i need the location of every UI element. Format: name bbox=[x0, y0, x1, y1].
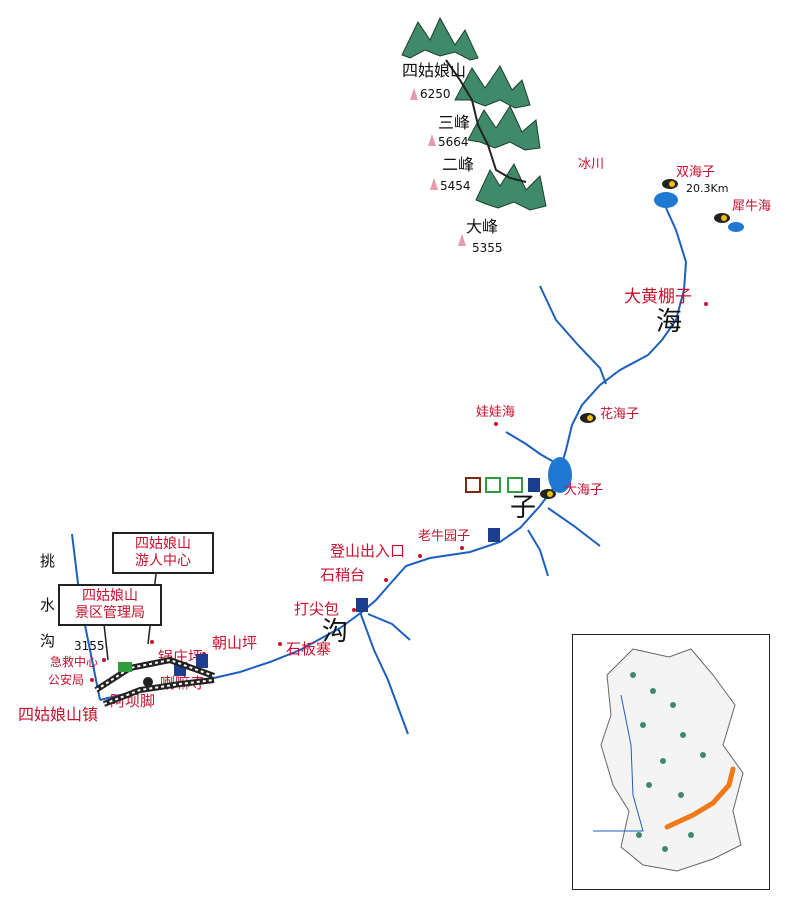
camera-icon bbox=[714, 213, 730, 223]
camera-icon bbox=[540, 489, 556, 499]
peak-name: 二峰 bbox=[442, 155, 474, 174]
camera-icon bbox=[662, 179, 678, 189]
dahaizi-lake bbox=[548, 457, 572, 493]
river-network bbox=[71, 207, 688, 735]
shibanzhai-label: 石板寨 bbox=[286, 640, 331, 658]
shuanghaizi-lake bbox=[654, 192, 678, 208]
toilet-icon bbox=[488, 528, 500, 542]
box-line: 游人中心 bbox=[135, 553, 191, 569]
valley-title-char: 子 bbox=[510, 493, 536, 523]
valley-title-char: 沟 bbox=[322, 617, 348, 647]
peak-name: 四姑娘山 bbox=[402, 61, 466, 80]
glacier-label: 冰川 bbox=[578, 157, 604, 172]
box-line: 景区管理局 bbox=[75, 605, 145, 621]
distance-label: 20.3Km bbox=[686, 182, 728, 195]
dahaizi-label: 大海子 bbox=[564, 483, 603, 498]
dengshan-label: 登山出入口 bbox=[330, 542, 405, 560]
toilet-icon bbox=[356, 598, 368, 612]
peak-elevation: 5664 bbox=[438, 135, 469, 149]
inset-river bbox=[593, 694, 644, 832]
side-river-char: 水 bbox=[40, 596, 56, 614]
xiniuhai-label: 犀牛海 bbox=[732, 199, 771, 214]
xiniuhai-lake bbox=[728, 222, 744, 232]
box-line: 四姑娘山 bbox=[135, 536, 191, 552]
peak-elevation: 5454 bbox=[440, 179, 471, 193]
hotel-icon bbox=[465, 477, 481, 493]
wawahai-label: 娃娃海 bbox=[476, 405, 515, 420]
region-outline bbox=[600, 648, 744, 872]
peak-markers bbox=[410, 88, 466, 246]
shop-icon bbox=[507, 477, 523, 493]
laoniuyuanzi-label: 老牛园子 bbox=[418, 529, 470, 544]
visitor-center-box: 四姑娘山 游人中心 bbox=[112, 532, 214, 574]
poi-dots bbox=[90, 302, 708, 682]
ridge-line bbox=[445, 59, 527, 183]
dajianbao-label: 打尖包 bbox=[294, 600, 339, 618]
lodge-icon bbox=[485, 477, 501, 493]
police-label: 公安局 bbox=[48, 672, 84, 687]
box-line: 四姑娘山 bbox=[82, 588, 138, 604]
valley-title-char: 海 bbox=[656, 307, 682, 337]
huahaizi-label: 花海子 bbox=[600, 406, 639, 422]
peak-name: 三峰 bbox=[438, 113, 470, 132]
dahuangpengzi-label: 大黄棚子 bbox=[624, 287, 692, 307]
camera-icon bbox=[580, 413, 596, 423]
side-river-char: 挑 bbox=[40, 552, 56, 570]
shishaotai-label: 石稍台 bbox=[320, 566, 365, 584]
peak-elevation: 5355 bbox=[472, 241, 503, 255]
toilet-icon bbox=[196, 654, 208, 668]
town-elevation: 3155 bbox=[74, 639, 105, 653]
highlighted-route bbox=[664, 766, 736, 830]
shuanghaizi-label: 双海子 bbox=[676, 165, 715, 180]
chaoshanping-label: 朝山坪 bbox=[212, 634, 257, 652]
emergency-label: 急救中心 bbox=[50, 654, 98, 669]
viewpoint-icons bbox=[540, 179, 730, 499]
building-icon bbox=[118, 662, 132, 672]
side-river-char: 沟 bbox=[40, 632, 56, 650]
inset-svg bbox=[593, 648, 744, 872]
inset-locator-map bbox=[572, 634, 770, 890]
admin-bureau-box: 四姑娘山 景区管理局 bbox=[58, 584, 162, 626]
lakes bbox=[548, 192, 744, 493]
peak-elevation: 6250 bbox=[420, 87, 451, 101]
peak-name: 大峰 bbox=[466, 217, 498, 236]
callout-line bbox=[103, 623, 109, 661]
toilet-icon bbox=[528, 478, 540, 492]
junction-marker bbox=[143, 677, 153, 687]
town-label: 四姑娘山镇 bbox=[18, 705, 98, 724]
